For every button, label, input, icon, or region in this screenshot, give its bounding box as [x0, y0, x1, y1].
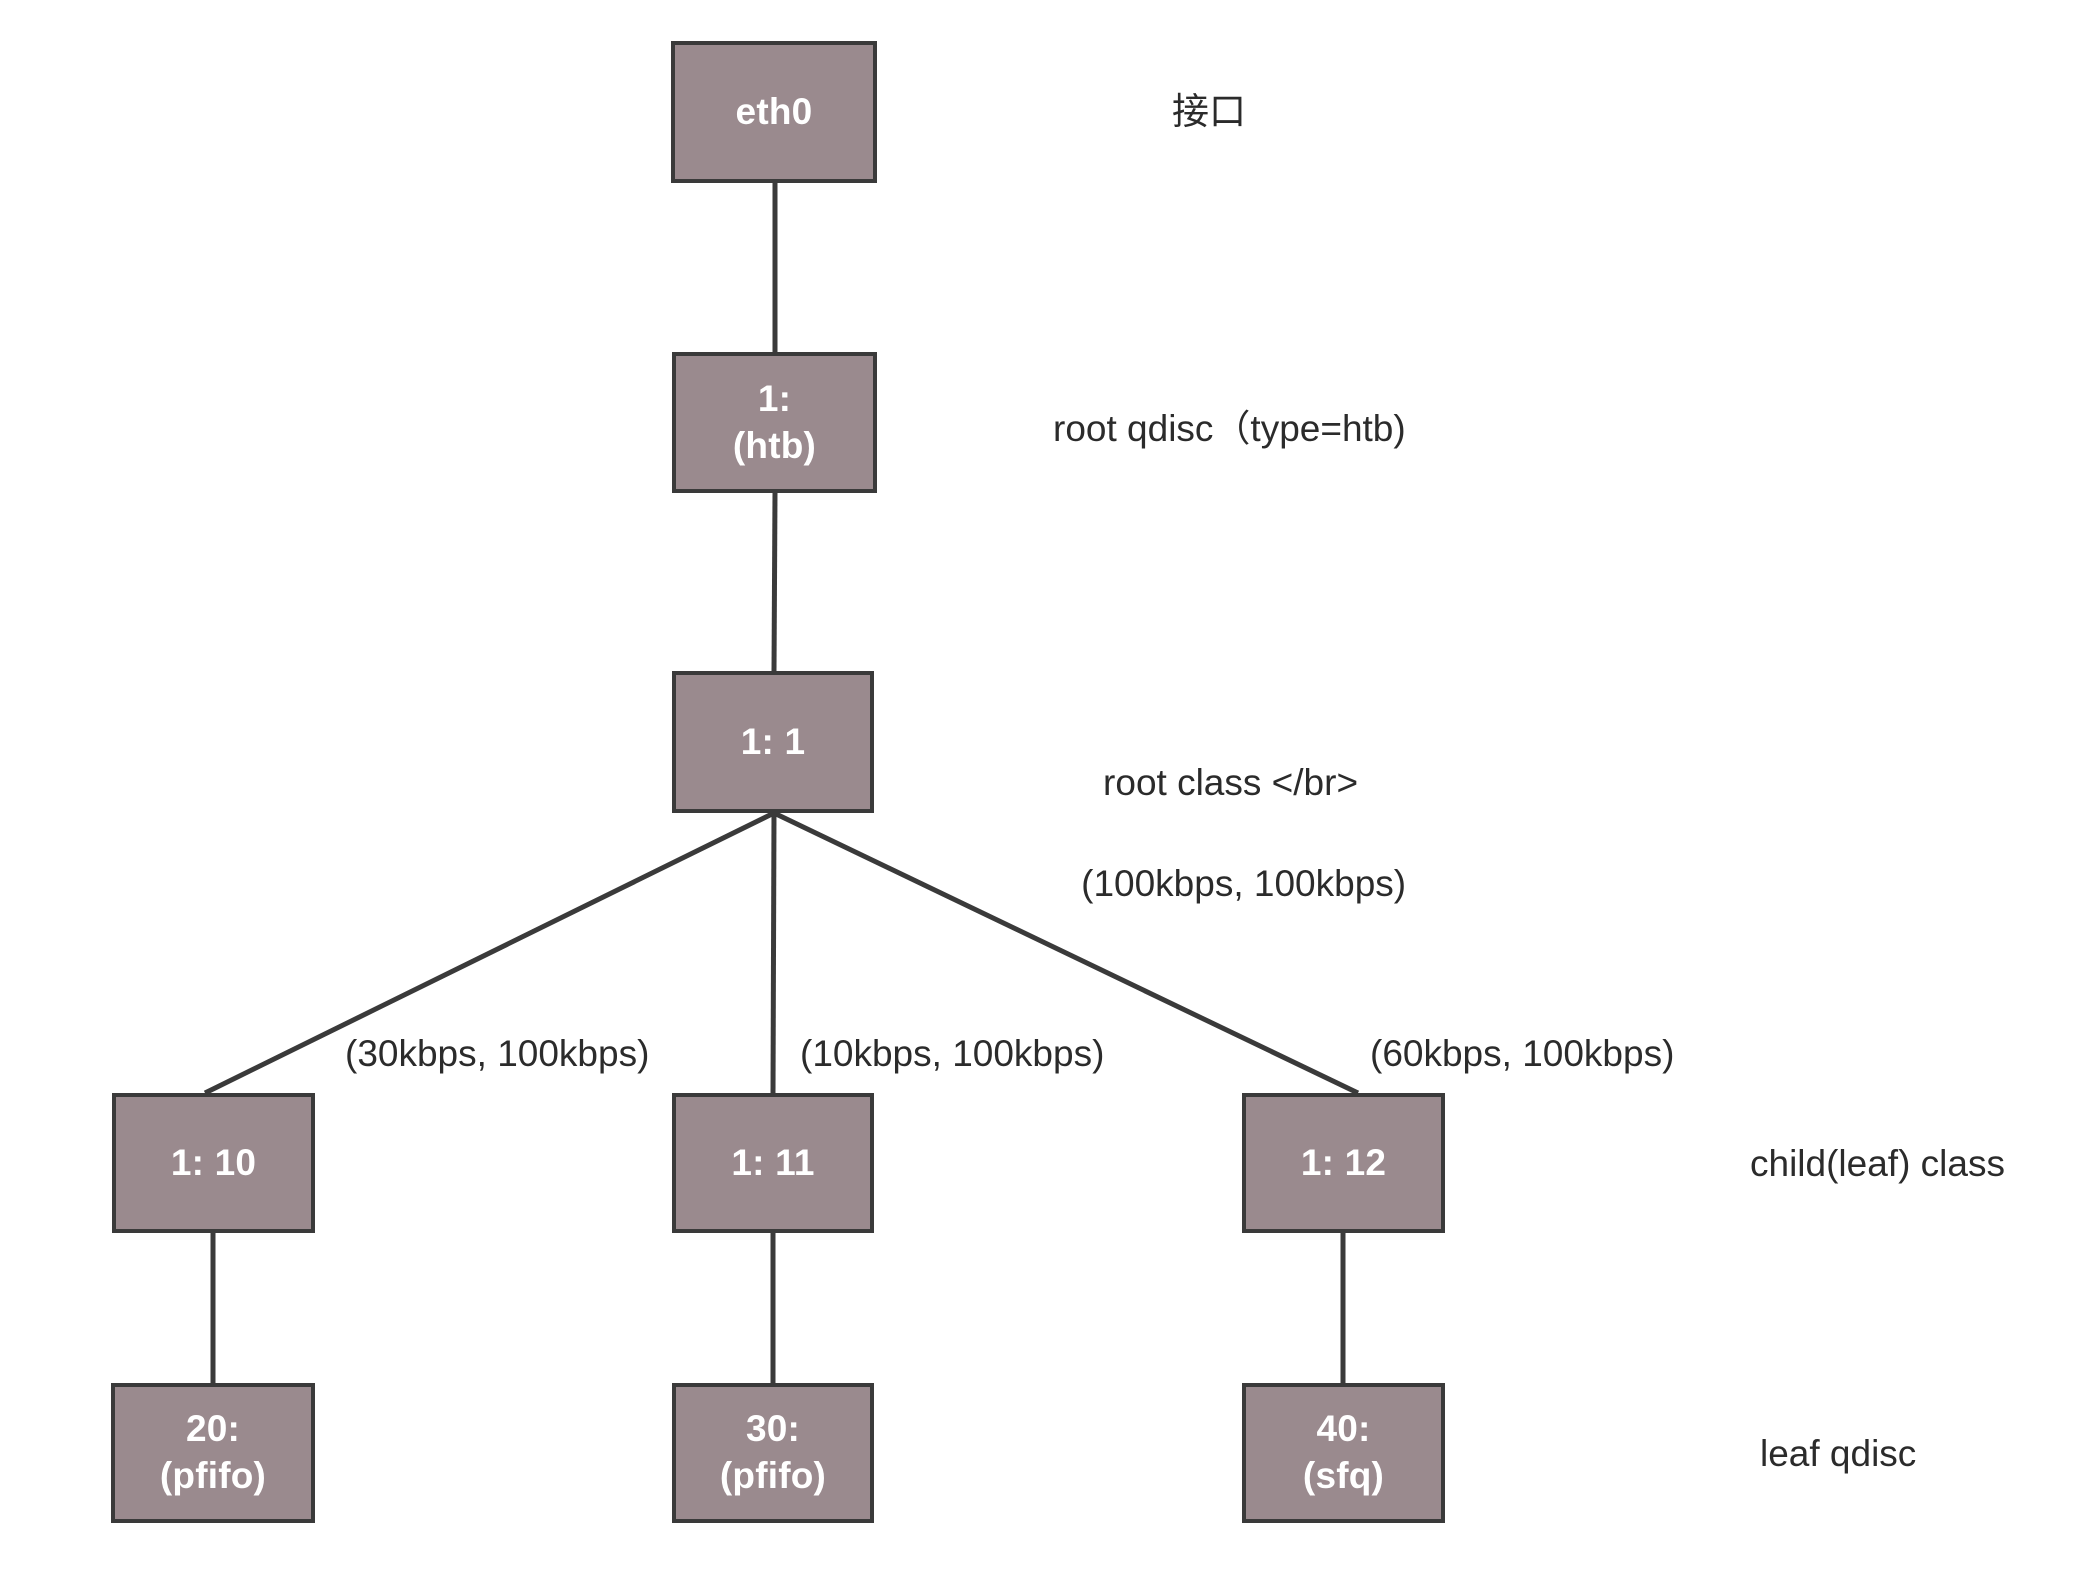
node-label-line2: (htb): [732, 424, 817, 466]
node-root-class[interactable]: 1: 1: [672, 671, 874, 813]
node-child-class-1-11[interactable]: 1: 11: [672, 1093, 874, 1233]
node-label-line1: 30:: [745, 1408, 801, 1450]
node-child-class-1-10[interactable]: 1: 10: [112, 1093, 315, 1233]
node-label-line1: 1: 10: [170, 1141, 257, 1183]
node-label-line2: (pfifo): [159, 1455, 267, 1496]
side-label-root-class-line1: root class </br>: [1103, 762, 1359, 804]
node-label-line1: eth0: [735, 90, 813, 132]
node-label-line2: (sfq): [1302, 1455, 1385, 1496]
edge-root-class-to-child-2: [770, 812, 777, 1094]
edge-root-qdisc-to-root-class: [771, 492, 778, 672]
side-label-root-class: root class </br> (100kbps, 100kbps): [1040, 708, 1406, 960]
node-label-line2: (pfifo): [719, 1455, 827, 1496]
node-label-line1: 20:: [185, 1408, 241, 1450]
side-label-interface: 接口: [1172, 91, 1246, 132]
node-leaf-qdisc-30[interactable]: 30: (pfifo): [672, 1383, 874, 1523]
edge-label-child-2: (10kbps, 100kbps): [800, 1033, 1105, 1074]
edge-root-class-to-child-3: [772, 810, 1360, 1096]
node-label-line1: 40:: [1316, 1408, 1371, 1450]
side-label-child-class: child(leaf) class: [1750, 1143, 2005, 1184]
edge-label-child-3: (60kbps, 100kbps): [1370, 1033, 1675, 1074]
side-label-leaf-qdisc: leaf qdisc: [1760, 1433, 1917, 1474]
side-label-root-qdisc: root qdisc（type=htb): [1053, 408, 1406, 449]
edge-label-child-1: (30kbps, 100kbps): [345, 1033, 650, 1074]
side-label-root-class-line2: (100kbps, 100kbps): [1081, 862, 1407, 904]
node-label-line1: 1: 11: [731, 1141, 815, 1183]
node-leaf-qdisc-40[interactable]: 40: (sfq): [1242, 1383, 1445, 1523]
node-label-line1: 1:: [757, 377, 792, 419]
node-label-line1: 1: 12: [1300, 1141, 1387, 1183]
node-child-class-1-12[interactable]: 1: 12: [1242, 1093, 1445, 1233]
node-label-line1: 1: 1: [740, 720, 806, 762]
node-root-qdisc[interactable]: 1: (htb): [672, 352, 877, 493]
node-leaf-qdisc-20[interactable]: 20: (pfifo): [111, 1383, 315, 1523]
node-interface-eth0[interactable]: eth0: [671, 41, 877, 183]
edge-root-class-to-child-1: [203, 810, 776, 1096]
